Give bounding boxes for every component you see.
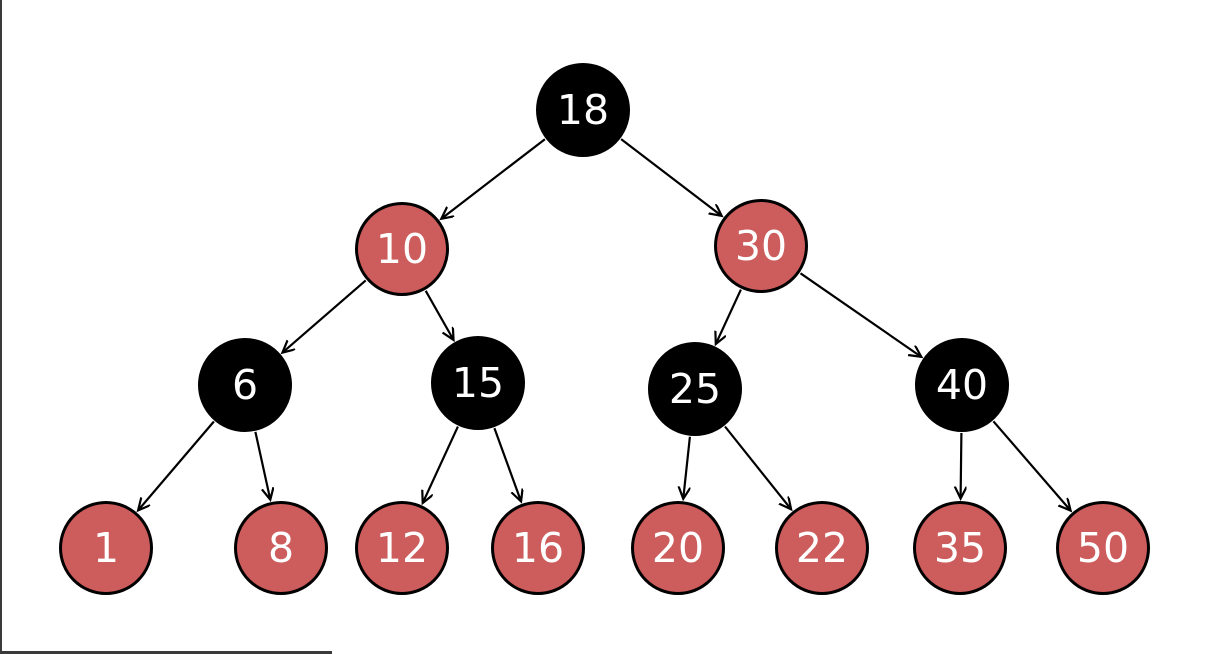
edge-6-1 <box>138 420 215 511</box>
node-value: 16 <box>511 523 565 572</box>
tree-node-10: 10 <box>355 202 449 296</box>
tree-node-20: 20 <box>631 501 725 595</box>
tree-node-30: 30 <box>714 199 808 293</box>
window-bottom-border <box>0 651 332 654</box>
tree-node-40: 40 <box>915 338 1009 432</box>
node-value: 1 <box>92 523 120 572</box>
node-value: 8 <box>267 523 295 572</box>
node-value: 12 <box>375 523 429 572</box>
edge-18-10 <box>442 138 546 218</box>
node-value: 20 <box>651 523 705 572</box>
node-value: 30 <box>734 221 788 270</box>
edge-30-25 <box>716 289 742 344</box>
edge-15-16 <box>493 427 521 501</box>
node-value: 35 <box>933 523 987 572</box>
node-value: 18 <box>556 85 610 134</box>
window-left-border <box>0 0 2 654</box>
edge-10-15 <box>424 290 454 340</box>
node-value: 6 <box>231 360 259 409</box>
edge-18-30 <box>620 138 721 216</box>
tree-node-1: 1 <box>59 501 153 595</box>
tree-node-15: 15 <box>431 336 525 430</box>
edge-25-22 <box>724 425 791 509</box>
edge-40-35 <box>961 432 962 498</box>
tree-node-8: 8 <box>234 501 328 595</box>
node-value: 22 <box>795 523 849 572</box>
edge-40-50 <box>992 420 1070 510</box>
tree-node-50: 50 <box>1056 501 1150 595</box>
tree-node-18: 18 <box>536 63 630 157</box>
tree-node-25: 25 <box>648 342 742 436</box>
edge-6-8 <box>254 431 270 499</box>
node-value: 10 <box>375 224 429 273</box>
node-value: 50 <box>1076 523 1130 572</box>
node-value: 15 <box>451 358 505 407</box>
edge-25-20 <box>683 436 691 499</box>
edge-30-40 <box>799 272 921 356</box>
node-value: 25 <box>668 364 722 413</box>
tree-node-22: 22 <box>775 501 869 595</box>
tree-node-16: 16 <box>491 501 585 595</box>
tree-node-6: 6 <box>198 338 292 432</box>
edge-10-6 <box>283 279 367 352</box>
tree-node-12: 12 <box>355 501 449 595</box>
edge-15-12 <box>423 426 459 503</box>
node-value: 40 <box>935 360 989 409</box>
tree-node-35: 35 <box>913 501 1007 595</box>
